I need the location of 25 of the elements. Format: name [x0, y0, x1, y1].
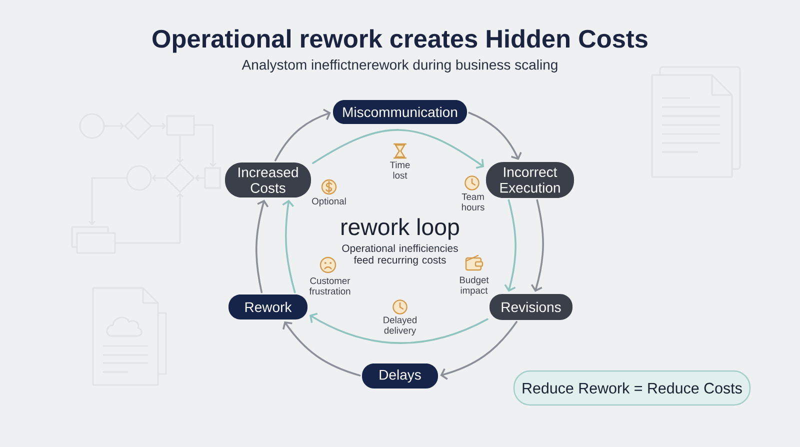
icon-label: Team hours	[462, 194, 484, 210]
icon-label: Time lost	[390, 161, 410, 179]
description-text: Operational inefficiencies feed recurring costs	[342, 244, 458, 266]
step-pill: Incorrect Execution	[486, 162, 574, 198]
arrow	[309, 312, 488, 344]
icon-label: Delayed delivery	[384, 316, 416, 336]
arrow	[256, 200, 269, 294]
arrow	[440, 321, 518, 380]
icon-label: Optional	[312, 198, 346, 206]
arrow	[312, 129, 484, 169]
arrow	[274, 108, 331, 162]
arrow	[504, 199, 516, 292]
step-pill: Rework	[228, 294, 308, 320]
title: Operational rework creates Hidden Costs	[152, 29, 648, 53]
icon-label: Customer frustration	[309, 277, 350, 295]
arrow	[468, 112, 522, 160]
subtitle: Analystom ineffictnerework during business scaling	[242, 59, 558, 73]
arrow	[282, 200, 296, 294]
loop-heading: rework loop	[342, 218, 459, 240]
step-pill: Delays	[362, 364, 438, 388]
icon-label: Budget impact	[460, 276, 489, 296]
arrow	[282, 321, 361, 376]
step-pill: Miscommunication	[333, 100, 467, 124]
arrow	[530, 199, 544, 292]
callout-pill: Reduce Rework = Reduce Costs	[513, 370, 751, 406]
